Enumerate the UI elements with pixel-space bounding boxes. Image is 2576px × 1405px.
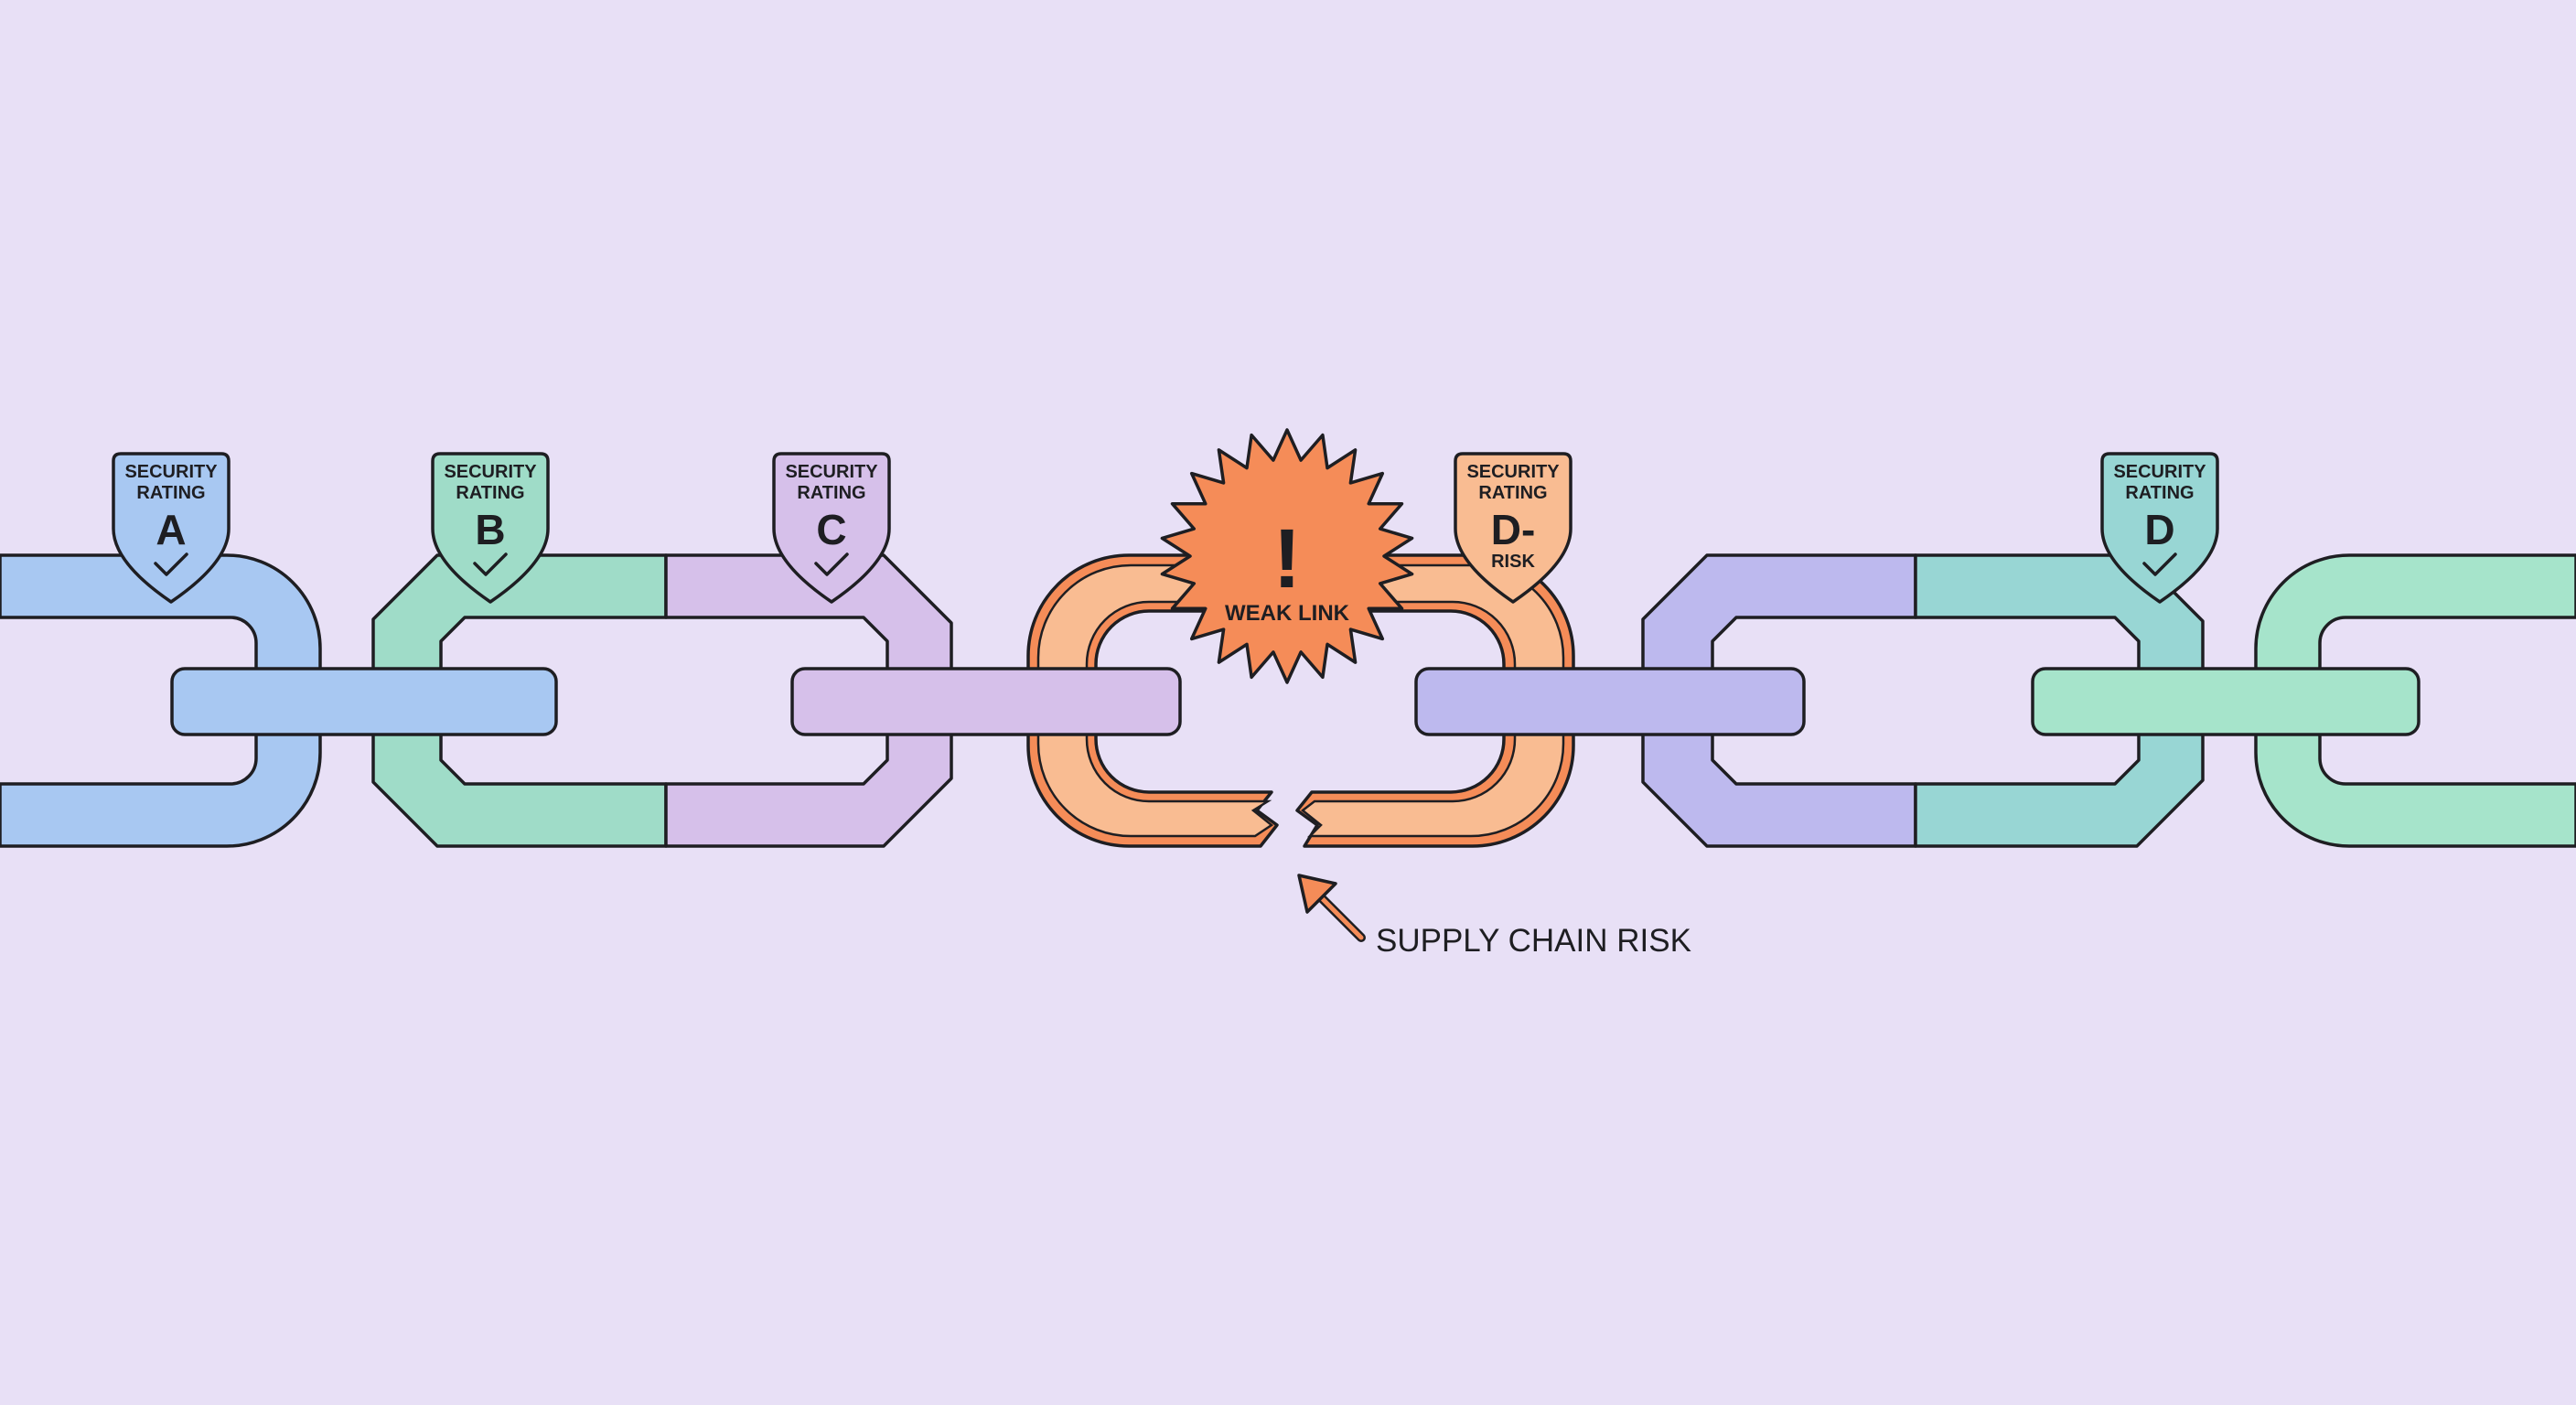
security-badge-d-minus: SECURITY RATING D- RISK: [1454, 452, 1572, 604]
badge-grade: A: [156, 506, 186, 553]
badge-label-line2: RATING: [136, 483, 205, 503]
badge-label-line2: RATING: [1478, 483, 1547, 503]
badge-grade: D: [2144, 506, 2174, 553]
check-icon: [2142, 552, 2177, 576]
badge-grade: B: [475, 506, 505, 553]
chain-bar-blue: [170, 667, 558, 736]
weak-link-symbol: !: [1273, 512, 1302, 606]
weak-link-label: WEAK LINK: [1225, 601, 1350, 626]
badge-risk-note: RISK: [1491, 552, 1535, 572]
starburst-alert-icon: [1160, 428, 1414, 684]
badge-label-line1: SECURITY: [124, 462, 218, 482]
badge-label-line1: SECURITY: [785, 462, 878, 482]
badge-label-line1: SECURITY: [2113, 462, 2206, 482]
badge-grade: C: [816, 506, 846, 553]
badge-label-line2: RATING: [797, 483, 865, 503]
weak-link-alert: ! WEAK LINK: [1160, 428, 1414, 684]
security-badge-b: SECURITY RATING B: [431, 452, 550, 604]
check-icon: [814, 552, 849, 576]
supply-chain-risk-callout: SUPPLY CHAIN RISK: [1297, 874, 1691, 959]
security-badge-d: SECURITY RATING D: [2100, 452, 2219, 604]
chain-link-periwinkle-cyan: [1641, 553, 2205, 848]
check-icon: [154, 552, 188, 576]
check-icon: [473, 552, 508, 576]
security-badge-a: SECURITY RATING A: [112, 452, 231, 604]
security-badge-c: SECURITY RATING C: [772, 452, 891, 604]
badge-grade: D-: [1491, 506, 1536, 553]
chain-bar-violet: [790, 667, 1182, 736]
arrow-up-left-icon: [1297, 874, 1366, 942]
badge-label-line2: RATING: [2125, 483, 2194, 503]
chain-bar-green: [2031, 667, 2420, 736]
badge-label-line1: SECURITY: [1466, 462, 1560, 482]
chain-link-teal-violet: [371, 553, 953, 848]
chain: [0, 553, 2576, 848]
badge-label-line1: SECURITY: [444, 462, 537, 482]
badge-label-line2: RATING: [456, 483, 524, 503]
callout-label: SUPPLY CHAIN RISK: [1376, 923, 1691, 959]
chain-bar-periwinkle: [1414, 667, 1806, 736]
